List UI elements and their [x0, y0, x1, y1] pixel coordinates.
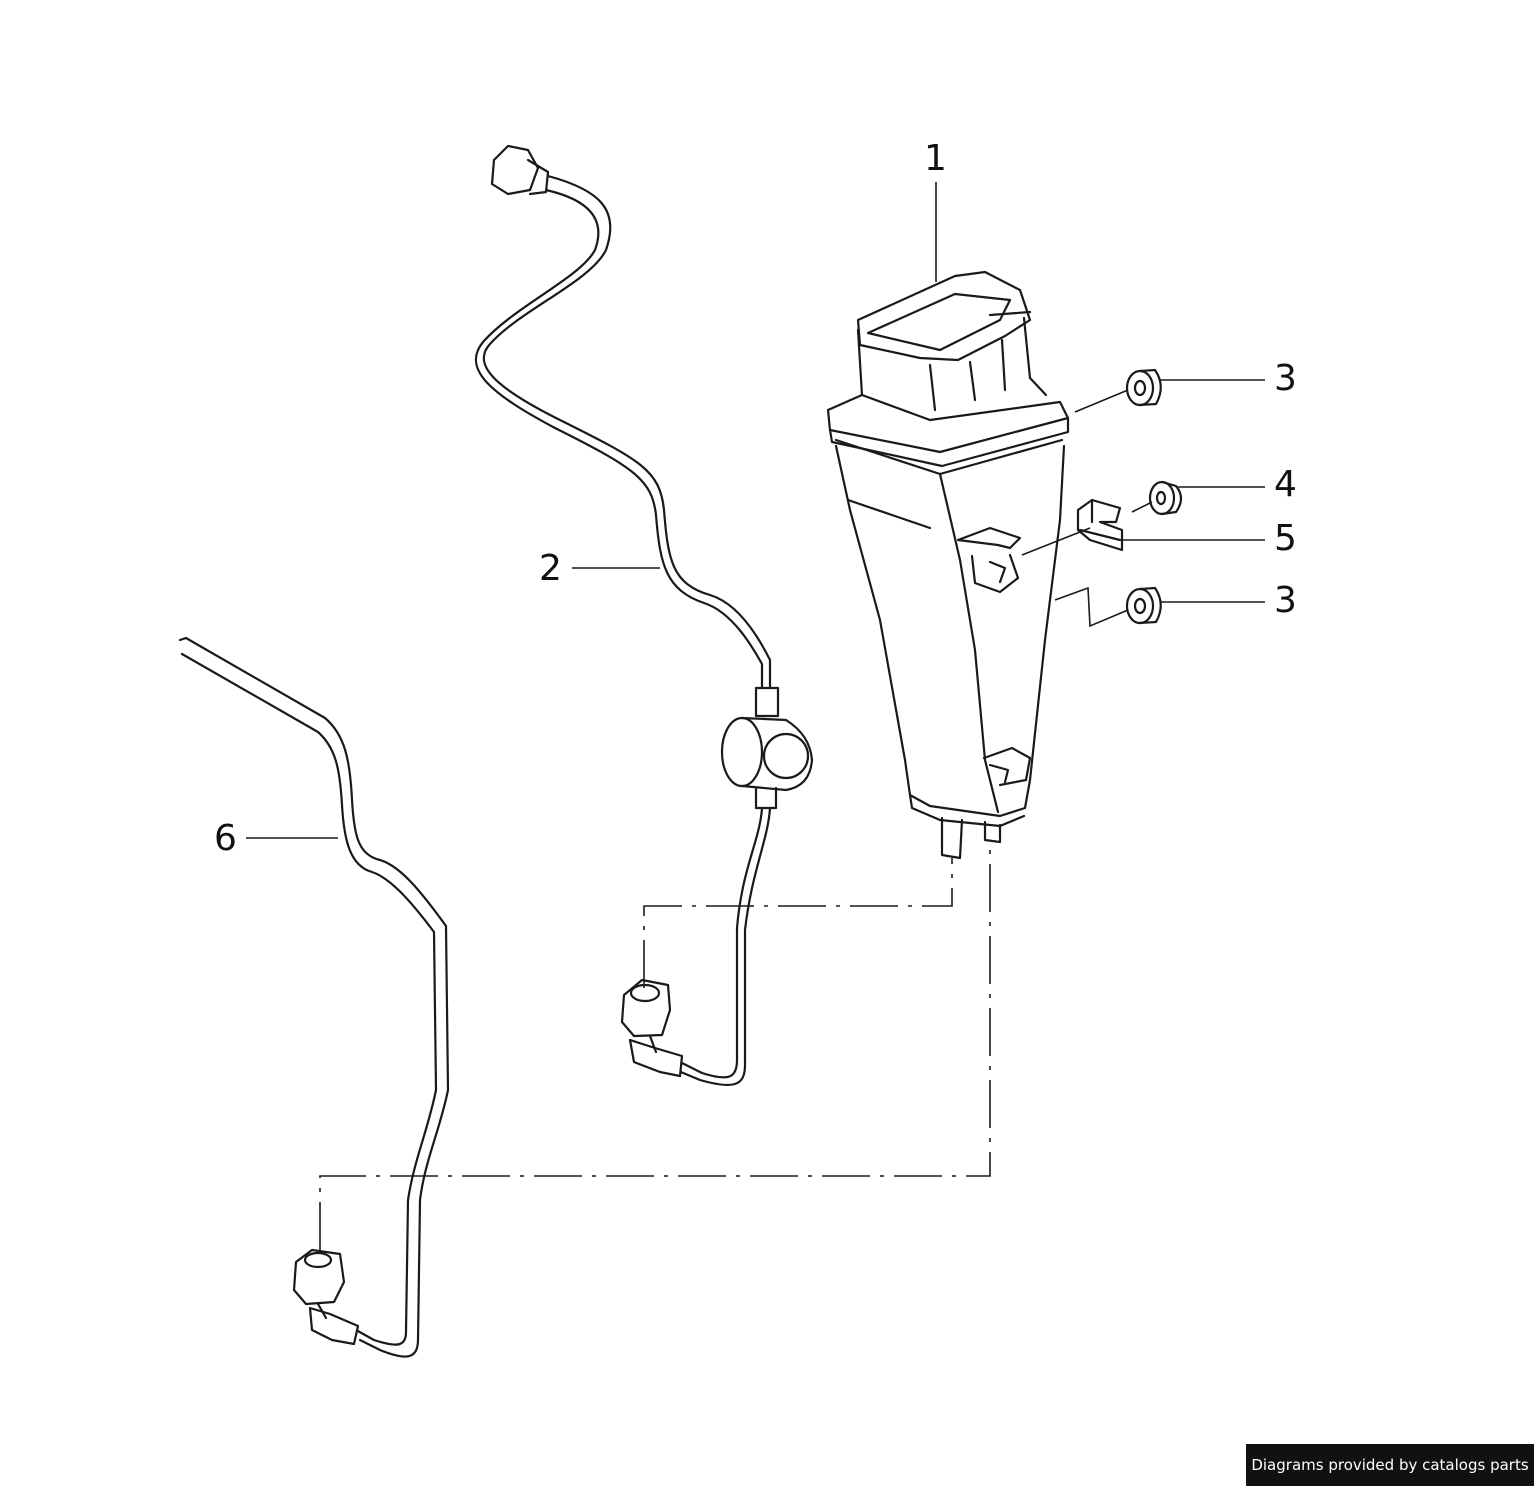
retaining-clip[interactable]	[1076, 498, 1124, 552]
callout-4: 4	[1274, 464, 1297, 505]
callout-5: 5	[1274, 518, 1297, 559]
credit-text: Diagrams provided by catalogs parts	[1251, 1456, 1529, 1474]
callout-6: 6	[214, 818, 237, 859]
callout-3-lower: 3	[1274, 580, 1297, 621]
callout-1: 1	[924, 138, 947, 179]
grommet-lower[interactable]	[1125, 586, 1162, 625]
hose-with-valve[interactable]	[474, 144, 814, 1087]
expansion-tank[interactable]	[826, 270, 1070, 860]
hose-return[interactable]	[178, 636, 450, 1358]
credit-badge: Diagrams provided by catalogs parts	[1246, 1444, 1534, 1486]
callout-2: 2	[539, 548, 562, 589]
callout-labels: 1 2 6 3 4 5 3	[214, 138, 1297, 859]
grommet-upper[interactable]	[1125, 368, 1162, 407]
leader-lines	[246, 182, 1265, 839]
nut[interactable]	[1148, 480, 1183, 516]
routing-lines	[319, 842, 991, 1250]
callout-3-upper: 3	[1274, 358, 1297, 399]
